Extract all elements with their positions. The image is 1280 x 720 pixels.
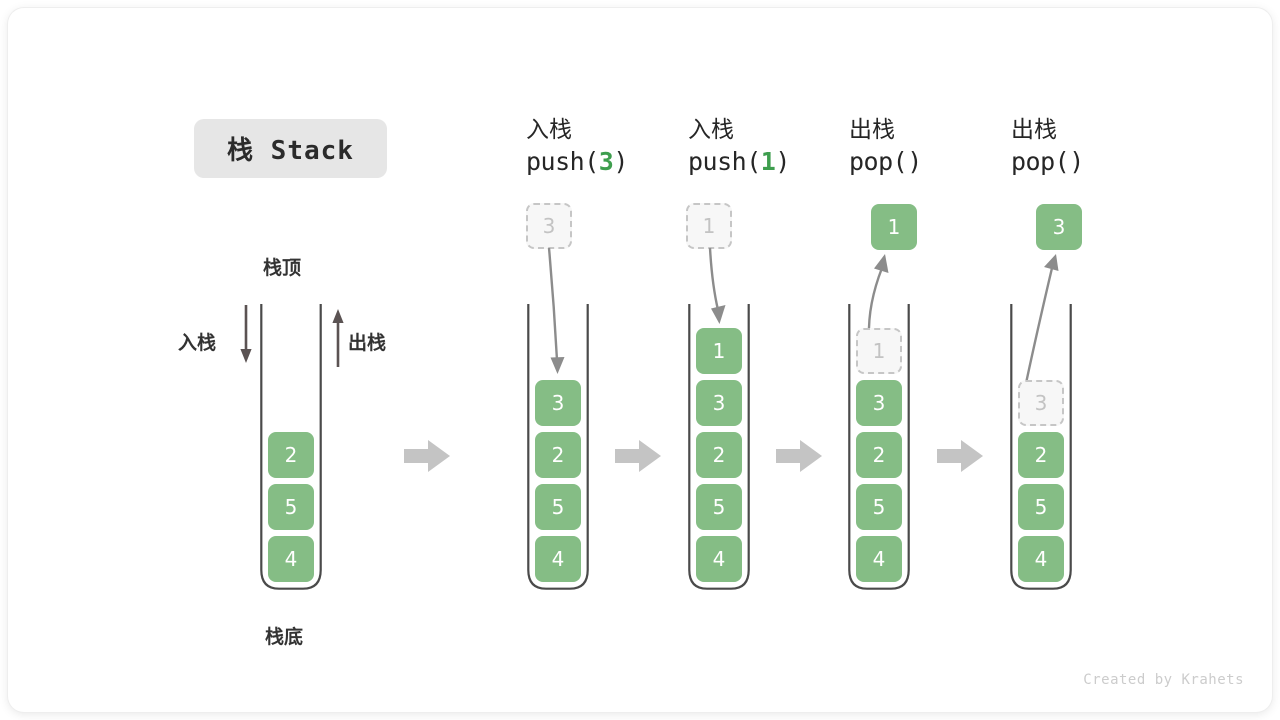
column-header-cn: 出栈 xyxy=(849,117,895,143)
code-suffix: ) xyxy=(907,147,922,176)
code-prefix: push( xyxy=(688,147,761,176)
stack-cell: 2 xyxy=(268,432,314,478)
push-direction-label: 入栈 xyxy=(178,332,217,354)
column-header-cn: 入栈 xyxy=(526,117,572,143)
flow-arrow-icon xyxy=(937,440,983,472)
column-header-cn: 出栈 xyxy=(1011,117,1057,143)
code-prefix: pop( xyxy=(849,147,908,176)
stack-cell: 2 xyxy=(535,432,581,478)
stack-cell: 2 xyxy=(856,432,902,478)
stack-top-label: 栈顶 xyxy=(263,257,302,279)
stack-cell: 4 xyxy=(1018,536,1064,582)
stack-cell: 5 xyxy=(856,484,902,530)
stack-cell: 4 xyxy=(696,536,742,582)
stack-container-pop-1 xyxy=(848,304,910,590)
stack-cell: 4 xyxy=(268,536,314,582)
stack-container-pop-3 xyxy=(1010,304,1072,590)
stack-cell: 3 xyxy=(535,380,581,426)
code-prefix: pop( xyxy=(1011,147,1070,176)
column-header-pop-1: 出栈 pop() xyxy=(849,115,1019,179)
stack-cell: 2 xyxy=(1018,432,1064,478)
stack-cell: 5 xyxy=(268,484,314,530)
floating-ghost-cell: 1 xyxy=(686,203,732,249)
stack-cell: 1 xyxy=(696,328,742,374)
stack-bottom-label: 栈底 xyxy=(265,626,304,648)
stack-cell-ghost: 1 xyxy=(856,328,902,374)
stack-cell: 2 xyxy=(696,432,742,478)
title-badge: 栈 Stack xyxy=(194,119,387,178)
stack-cell: 4 xyxy=(535,536,581,582)
stack-cell: 3 xyxy=(856,380,902,426)
code-prefix: push( xyxy=(526,147,599,176)
stack-cell: 5 xyxy=(535,484,581,530)
code-suffix: ) xyxy=(1069,147,1084,176)
code-suffix: ) xyxy=(775,147,790,176)
column-header-push-3: 入栈 push(3) xyxy=(526,115,696,179)
popped-cell: 1 xyxy=(871,204,917,250)
push-direction-arrow-icon xyxy=(240,305,252,363)
stack-cell: 5 xyxy=(696,484,742,530)
diagram-canvas: 栈 Stack 栈顶 入栈 出栈 2 5 4 栈底 入栈 push(3) 3 xyxy=(8,8,1272,712)
stack-container-push-1 xyxy=(688,304,750,590)
column-header-code: push(1) xyxy=(688,145,858,179)
popped-cell: 3 xyxy=(1036,204,1082,250)
stack-container-push-3 xyxy=(527,304,589,590)
column-header-code: pop() xyxy=(849,145,1019,179)
column-header-push-1: 入栈 push(1) xyxy=(688,115,858,179)
code-arg: 3 xyxy=(598,147,614,176)
stack-cell: 4 xyxy=(856,536,902,582)
flow-arrow-icon xyxy=(615,440,661,472)
stack-cell: 3 xyxy=(696,380,742,426)
column-header-pop-3: 出栈 pop() xyxy=(1011,115,1181,179)
floating-ghost-cell: 3 xyxy=(526,203,572,249)
column-header-cn: 入栈 xyxy=(688,117,734,143)
code-arg: 1 xyxy=(760,147,776,176)
stack-cell-ghost: 3 xyxy=(1018,380,1064,426)
stack-container-initial xyxy=(260,304,322,590)
stack-cell: 5 xyxy=(1018,484,1064,530)
flow-arrow-icon xyxy=(776,440,822,472)
column-header-code: push(3) xyxy=(526,145,696,179)
pop-direction-label: 出栈 xyxy=(348,332,387,354)
column-header-code: pop() xyxy=(1011,145,1181,179)
flow-arrow-icon xyxy=(404,440,450,472)
footer-credit: Created by Krahets xyxy=(1083,672,1244,688)
pop-direction-arrow-icon xyxy=(332,309,344,367)
code-suffix: ) xyxy=(613,147,628,176)
